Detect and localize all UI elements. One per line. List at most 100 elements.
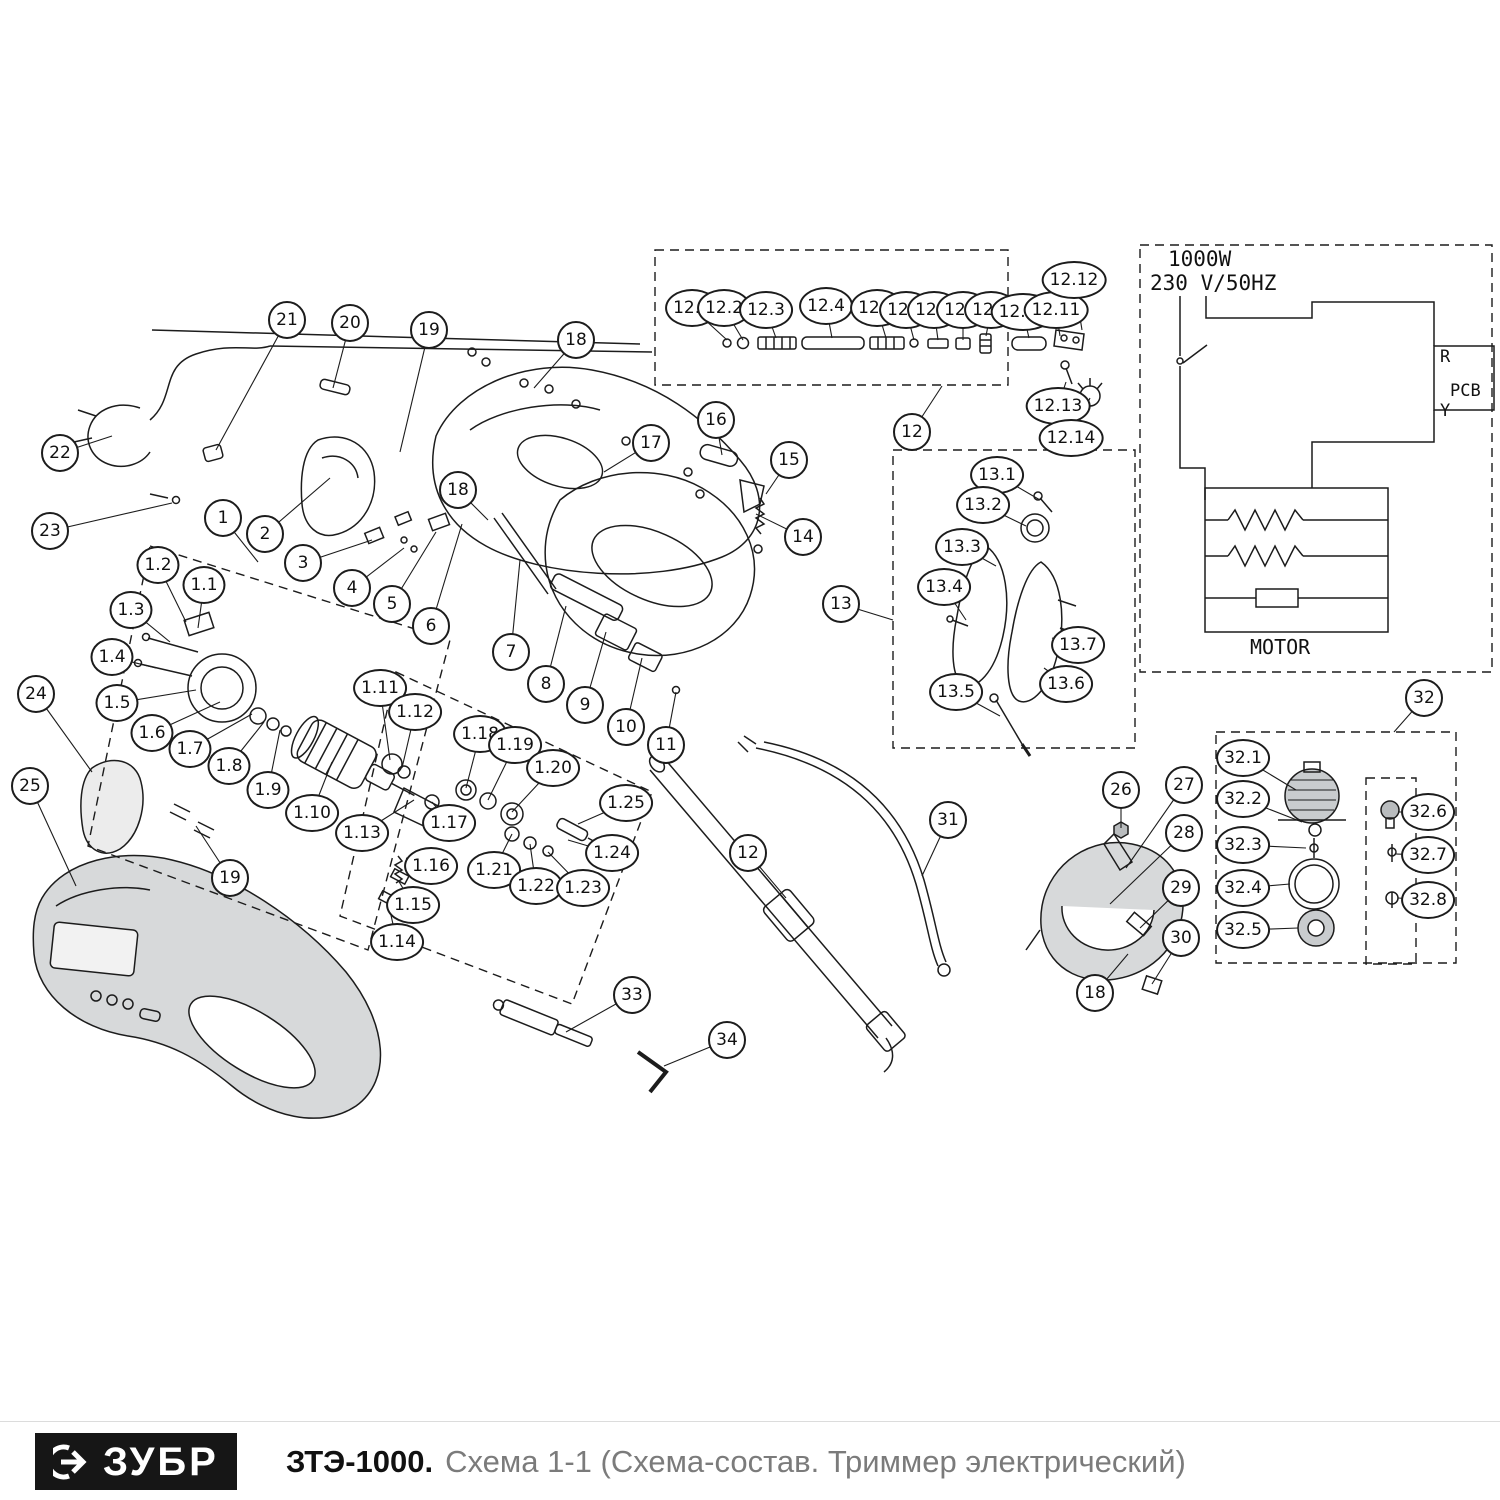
callout-18-leader <box>533 339 577 389</box>
model-number: ЗТЭ-1000. <box>286 1443 434 1479</box>
callout-23-leader <box>49 502 173 532</box>
callout-22-leader <box>59 435 113 454</box>
callout-12.4-leader <box>825 305 833 339</box>
diagram-title: Схема 1-1 (Схема-состав. Триммер электри… <box>445 1443 1186 1479</box>
spool-parts-art <box>1278 761 1400 947</box>
callout-12.13-leader <box>1057 381 1067 407</box>
callout-21-leader <box>215 319 288 451</box>
handle-assembly-art <box>32 759 382 1119</box>
callout-1.20-leader <box>511 767 554 813</box>
callout-20-leader <box>332 322 351 389</box>
callout-12.7-leader <box>933 309 939 341</box>
callout-32.1-leader <box>1242 757 1297 791</box>
zubr-logo-icon <box>53 1444 87 1479</box>
callout-1.3-leader <box>130 609 171 643</box>
diagram-caption: ЗТЭ-1000. Схема 1-1 (Схема-состав. Тримм… <box>286 1422 1186 1500</box>
callout-12.11-leader <box>1055 309 1061 337</box>
callout-13.2-leader <box>982 504 1027 527</box>
callout-3-leader <box>302 539 373 564</box>
zubr-logo-text: ЗУБР <box>103 1439 219 1484</box>
screws-art <box>400 347 763 695</box>
callout-4-leader <box>351 547 405 589</box>
callout-24-leader <box>35 693 93 773</box>
callout-32.4-leader <box>1242 883 1291 889</box>
callout-1.25-leader <box>577 802 627 825</box>
callout-11-leader <box>665 691 677 746</box>
gearbox-parts-art <box>377 779 607 908</box>
callout-34-leader <box>663 1039 728 1067</box>
callout-1.10-leader <box>311 761 333 814</box>
callout-13.7-leader <box>1051 637 1079 646</box>
callout-1.7-leader <box>189 713 253 750</box>
callout-32.7-leader <box>1395 853 1429 856</box>
callout-32.5-leader <box>1242 927 1299 931</box>
callout-10-leader <box>625 657 643 728</box>
callout-1.12-leader <box>401 711 416 769</box>
callout-1.1-leader <box>197 584 205 629</box>
callout-5-leader <box>391 531 437 605</box>
callout-2-leader <box>264 477 331 535</box>
callout-12.5-leader <box>876 307 887 339</box>
callout-1.4-leader <box>111 656 157 669</box>
callout-14-leader <box>755 513 804 538</box>
guard-art <box>1025 821 1184 996</box>
callout-31-leader <box>921 819 949 877</box>
callout-12.3-leader <box>765 309 777 339</box>
callout-32-leader <box>1393 697 1425 733</box>
callout-1.21-leader <box>493 833 513 871</box>
callout-1.2-leader <box>157 564 187 623</box>
power-cord-art <box>73 329 653 505</box>
callout-1.14-leader <box>387 901 398 943</box>
callout-16-leader <box>715 419 723 456</box>
callout-1.11-leader <box>379 687 391 761</box>
callout-1.23-leader <box>547 851 584 889</box>
shaft-kit-art <box>722 329 1103 407</box>
motor-housing-art <box>300 366 766 673</box>
callout-1-leader <box>222 517 259 563</box>
callout-32.3-leader <box>1242 844 1307 849</box>
callout-1.13-leader <box>361 799 415 834</box>
callout-1.16-leader <box>405 857 432 867</box>
callout-12.10-leader <box>1022 311 1030 339</box>
callout-12.6-leader <box>905 309 915 341</box>
callout-25-leader <box>29 785 77 887</box>
callout-13-leader <box>840 603 894 621</box>
callout-1.18-leader <box>465 733 481 789</box>
callout-12.1-leader <box>691 307 728 341</box>
callout-12.12-leader <box>1073 279 1083 331</box>
callout-9-leader <box>584 631 607 706</box>
callout-1.24-leader <box>567 839 613 854</box>
callout-18-2-leader <box>457 489 489 521</box>
callout-12-leader <box>911 385 943 433</box>
callout-13.1-leader <box>996 474 1041 501</box>
wiring-schematic-art <box>1176 296 1495 633</box>
zubr-logo: ЗУБР <box>35 1433 237 1490</box>
callout-6-leader <box>430 523 463 627</box>
callout-7-leader <box>510 559 521 653</box>
callout-1.19-leader <box>487 744 516 801</box>
callout-15-leader <box>765 459 790 495</box>
callout-1.9-leader <box>267 729 281 791</box>
flexible-shaft-art <box>737 735 951 977</box>
callout-1.22-leader <box>529 843 537 887</box>
callout-12.9-leader <box>985 309 992 337</box>
tools-art <box>492 999 669 1094</box>
schematic-pcb-label: PCB <box>1450 381 1481 401</box>
callout-12.2-leader <box>723 307 744 341</box>
schematic-pin-y-label: Y <box>1440 401 1450 421</box>
schematic-motor-label: MOTOR <box>1250 635 1311 659</box>
callout-1.8-leader <box>228 721 265 767</box>
callout-13.5-leader <box>955 691 1001 717</box>
callout-32.8-leader <box>1397 897 1429 901</box>
callout-8-leader <box>545 605 567 685</box>
callout-12.14-leader <box>1070 397 1091 439</box>
schematic-power-label: 1000W <box>1168 247 1232 271</box>
callout-1.5-leader <box>116 689 197 704</box>
callout-19-leader <box>399 329 430 453</box>
schematic-pin-r-label: R <box>1440 347 1451 367</box>
callout-17-leader <box>603 442 652 473</box>
schematic-voltage-label: 230 V/50HZ <box>1150 271 1276 295</box>
shaft-tube-art <box>648 755 906 1073</box>
